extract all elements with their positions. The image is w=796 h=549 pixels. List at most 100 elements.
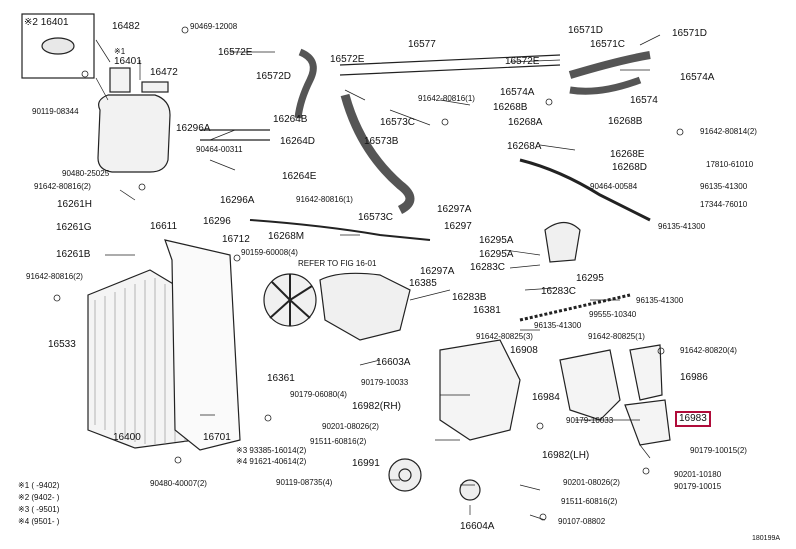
part-label: 16295 [576, 273, 604, 284]
part-label: 16297A [420, 266, 455, 277]
part-label: 16296A [220, 195, 255, 206]
part-label: 16296 [203, 216, 231, 227]
part-label: 90480-40007(2) [150, 479, 207, 488]
part-label: 16991 [352, 458, 380, 469]
part-label: 96135-41300 [658, 222, 706, 231]
part-label: 16261B [56, 249, 91, 260]
part-label: 90179-10033 [566, 416, 614, 425]
part-label: REFER TO FIG 16-01 [298, 259, 377, 268]
part-label: ※2 16401 [24, 17, 69, 28]
part-label: 16908 [510, 345, 538, 356]
part-label: 16573C [380, 117, 416, 128]
part-label: 91642-80816(2) [34, 182, 91, 191]
part-label: 16574 [630, 95, 658, 106]
part-label: 16572E [330, 54, 365, 65]
part-label: 17344-76010 [700, 200, 748, 209]
part-label: 90119-08344 [32, 107, 79, 116]
part-label: ※4 91621-40614(2) [236, 457, 307, 466]
radiator-cap-shape [41, 37, 75, 55]
part-label: 90201-08026(2) [322, 422, 379, 431]
part-label: 16712 [222, 234, 250, 245]
part-label: 16268B [608, 116, 643, 127]
part-label: 90480-25025 [62, 169, 110, 178]
part-label: ※3 93385-16014(2) [236, 446, 307, 455]
part-label: 90464-00584 [590, 182, 638, 191]
part-label: ※1 [114, 47, 126, 56]
pulley-shape [388, 458, 422, 492]
part-label: 16571D [568, 25, 604, 36]
part-label-highlighted: 16983 [675, 411, 711, 427]
part-label: 16264D [280, 136, 316, 147]
water-pump-shape [319, 272, 411, 341]
part-label: 91642-80814(2) [700, 127, 757, 136]
part-label: 91642-80816(1) [418, 94, 475, 103]
part-label: 96135-41300 [534, 321, 582, 330]
part-label: 16572E [505, 56, 540, 67]
part-label: 90179-10015 [674, 482, 722, 491]
part-label: 16573C [358, 212, 394, 223]
part-label: 99555-10340 [589, 310, 637, 319]
part-label: 16401 [114, 56, 142, 67]
part-label: 91642-80816(1) [296, 195, 353, 204]
part-label: 17810-61010 [706, 160, 754, 169]
part-label: 16611 [150, 221, 178, 232]
part-label: 16604A [460, 521, 495, 532]
part-label: 16400 [113, 432, 141, 443]
part-label: 16986 [680, 372, 708, 383]
part-label: 16268A [507, 141, 542, 152]
part-label: 16268D [612, 162, 648, 173]
part-label: 16982(RH) [352, 401, 401, 412]
part-label: 16296A [176, 123, 211, 134]
footnote: ※4 (9501- ) [18, 517, 60, 526]
part-label: 16577 [408, 39, 436, 50]
part-label: 16268E [610, 149, 645, 160]
part-label: 16295A [479, 249, 514, 260]
reservoir-tank-shape [97, 94, 171, 173]
fan-shroud-shape [164, 239, 241, 451]
part-label: 16982(LH) [542, 450, 590, 461]
part-label: 16574A [680, 72, 715, 83]
part-label: 16295A [479, 235, 514, 246]
footnote: ※3 ( -9501) [18, 505, 60, 514]
part-label: 16482 [112, 21, 140, 32]
part-label: 16283B [452, 292, 487, 303]
mount-bracket-shape [624, 399, 671, 446]
part-label: 16261G [56, 222, 92, 233]
bracket-shape [439, 339, 521, 441]
figure-id: 180199A [752, 535, 781, 542]
part-label: 16268A [508, 117, 543, 128]
part-label: 90179-10015(2) [690, 446, 747, 455]
part-label: 16573B [364, 136, 399, 147]
part-label: 91511-60816(2) [561, 497, 618, 506]
part-label: 90119-08735(4) [276, 478, 333, 487]
part-label: 16264B [273, 114, 308, 125]
coolant-pipe [339, 54, 561, 76]
part-label: 91642-80820(4) [680, 346, 737, 355]
part-label: 16472 [150, 67, 178, 78]
part-label: 91642-80825(1) [588, 332, 645, 341]
part-label: 16264E [282, 171, 317, 182]
footnote: ※1 ( -9402) [18, 481, 60, 490]
cap-inset-box [21, 13, 95, 79]
footnote: ※2 (9402- ) [18, 493, 60, 502]
tensioner-shape [459, 479, 481, 501]
outlet-hose-shape [568, 51, 651, 79]
part-label: 91511-60816(2) [310, 437, 367, 446]
part-label: 16361 [267, 373, 295, 384]
part-label: 90179-06080(4) [290, 390, 347, 399]
part-label: 16572E [218, 47, 253, 58]
part-label: 16572D [256, 71, 292, 82]
lower-hose-shape [340, 93, 415, 215]
thermostat-housing-shape [544, 221, 581, 263]
part-label: 16385 [409, 278, 437, 289]
part-label: 96135-41300 [700, 182, 748, 191]
part-label: 16984 [532, 392, 560, 403]
part-label: 16283C [470, 262, 506, 273]
part-label: 16381 [473, 305, 501, 316]
part-label: 16268M [268, 231, 305, 242]
part-label: 91642-80825(3) [476, 332, 533, 341]
part-label: 96135-41300 [636, 296, 684, 305]
part-label: 16268B [493, 102, 528, 113]
